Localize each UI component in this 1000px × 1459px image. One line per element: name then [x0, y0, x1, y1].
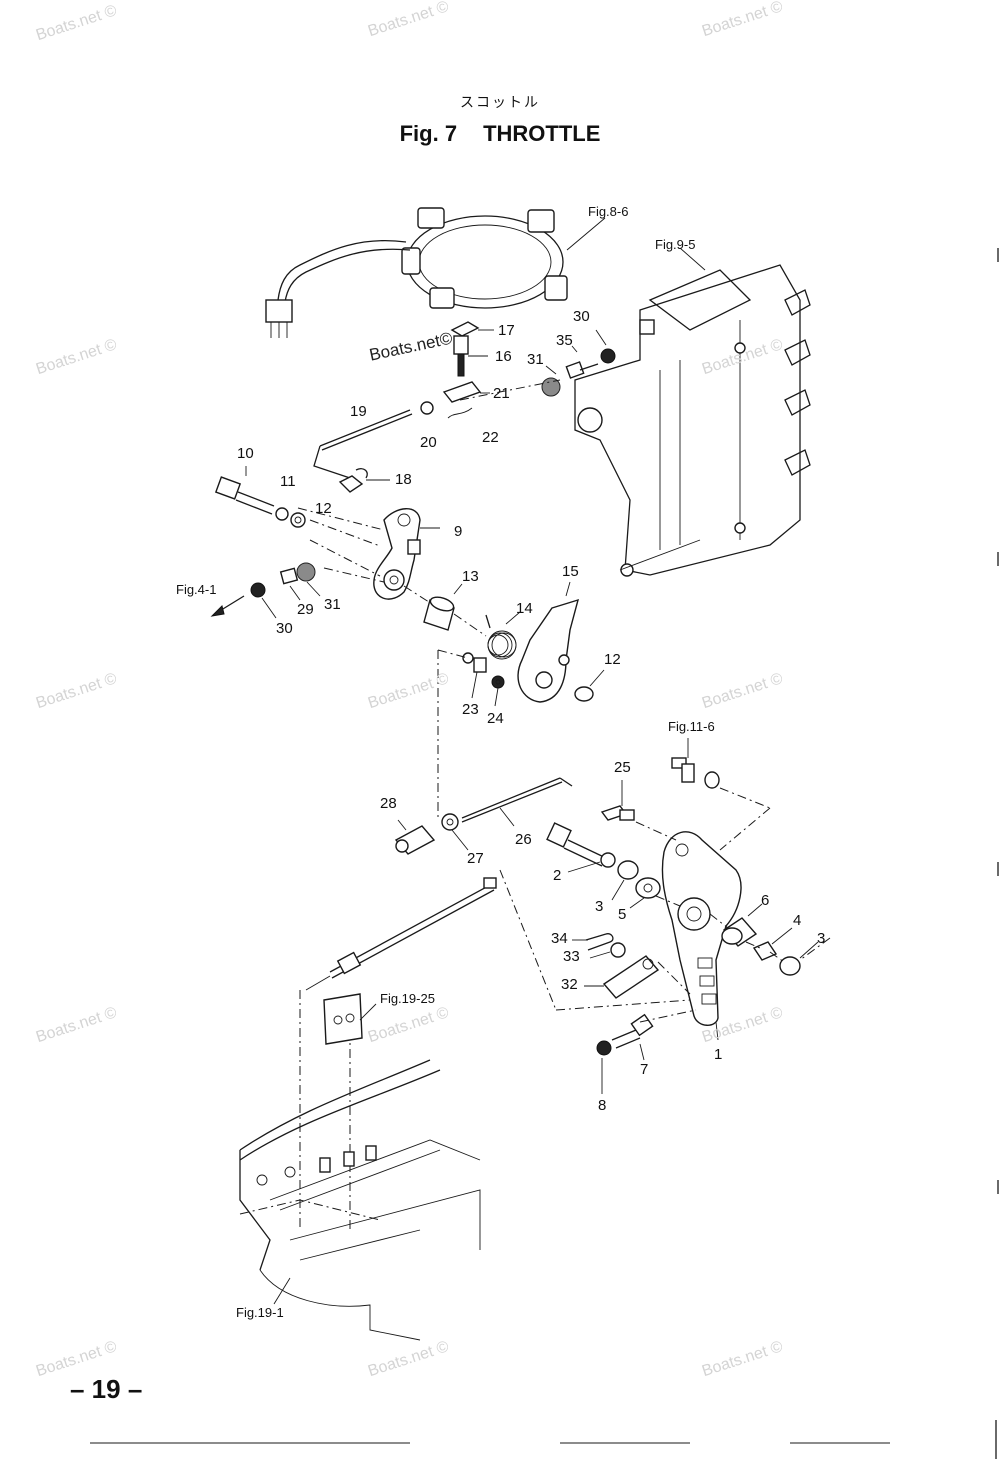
part-label: 7 [640, 1061, 649, 1078]
part-label: 4 [793, 912, 802, 929]
fig11-6-fitting [671, 757, 720, 789]
part-label: 8 [598, 1097, 607, 1114]
part-label: 25 [614, 759, 631, 776]
part-label: 3 [817, 930, 826, 947]
fig-ref-19-25: Fig.19-25 [380, 991, 435, 1006]
joint-28 [394, 825, 436, 855]
fig-ref-11-6: Fig.11-6 [668, 719, 715, 734]
throttle-cable [305, 877, 497, 991]
figure-title: Fig. 7 THROTTLE [0, 121, 1000, 147]
fig-ref-4-1: Fig.4-1 [176, 582, 217, 597]
figure-name: THROTTLE [483, 121, 601, 146]
part-label: 18 [395, 471, 412, 488]
fig-ref-9-5: Fig.9-5 [655, 237, 696, 252]
fig-ref-8-6: Fig.8-6 [588, 204, 629, 219]
part-label: 19 [350, 403, 367, 420]
part-label: 15 [562, 563, 579, 580]
part-label: 2 [553, 867, 562, 884]
part-17-16-21 [420, 321, 482, 419]
part-label: 14 [516, 600, 533, 617]
part-label: 11 [280, 473, 296, 490]
part-label: 30 [276, 620, 293, 637]
lever-15 [517, 598, 580, 703]
fig-ref-19-1: Fig.19-1 [236, 1305, 284, 1320]
clip-25 [600, 805, 635, 821]
part-label: 1 [714, 1046, 723, 1063]
bolt-7 [611, 1013, 654, 1049]
ring-assembly [265, 207, 568, 338]
lever-9 [373, 508, 421, 600]
part-label: 5 [618, 906, 627, 923]
bolt-2 [546, 822, 607, 867]
bolt-10 [214, 466, 275, 515]
part-label: 34 [551, 930, 568, 947]
figure-number: Fig. 7 [399, 121, 458, 146]
part-label: 28 [380, 795, 397, 812]
part-label: 17 [498, 322, 515, 339]
part-label: 31 [324, 596, 341, 613]
part-label: 31 [527, 351, 544, 368]
title-japanese: スコットル [460, 95, 540, 111]
part-label: 35 [556, 332, 573, 349]
part-label: 32 [561, 976, 578, 993]
part-label: 12 [604, 651, 621, 668]
part-label: 9 [454, 523, 463, 540]
spring-14 [485, 614, 517, 660]
rod-19 [313, 409, 413, 493]
bracket-fig19-25 [323, 993, 363, 1045]
rod-26 [461, 777, 573, 823]
part-label: 24 [487, 710, 504, 727]
lower-cowling [239, 1059, 481, 1341]
carburetor-body [574, 264, 811, 577]
part-label: 13 [462, 568, 479, 585]
part-label: 16 [495, 348, 512, 365]
part-label: 23 [462, 701, 479, 718]
part-label: 30 [573, 308, 590, 325]
lever-1 [661, 831, 742, 1026]
parts-6-4-3 [721, 917, 801, 976]
part-label: 20 [420, 434, 437, 451]
page-number: – 19 – [70, 1374, 143, 1404]
part-label: 10 [237, 445, 254, 462]
part-label: 33 [563, 948, 580, 965]
part-label: 26 [515, 831, 532, 848]
part-label: 22 [482, 429, 499, 446]
part-label: 3 [595, 898, 604, 915]
link-32 [602, 955, 660, 999]
part-label: 27 [467, 850, 484, 867]
sleeve-13 [423, 596, 455, 631]
part-label: 29 [297, 601, 314, 618]
part-label: 21 [493, 385, 510, 402]
part-label: 6 [761, 892, 770, 909]
part-label: 12 [315, 500, 332, 517]
